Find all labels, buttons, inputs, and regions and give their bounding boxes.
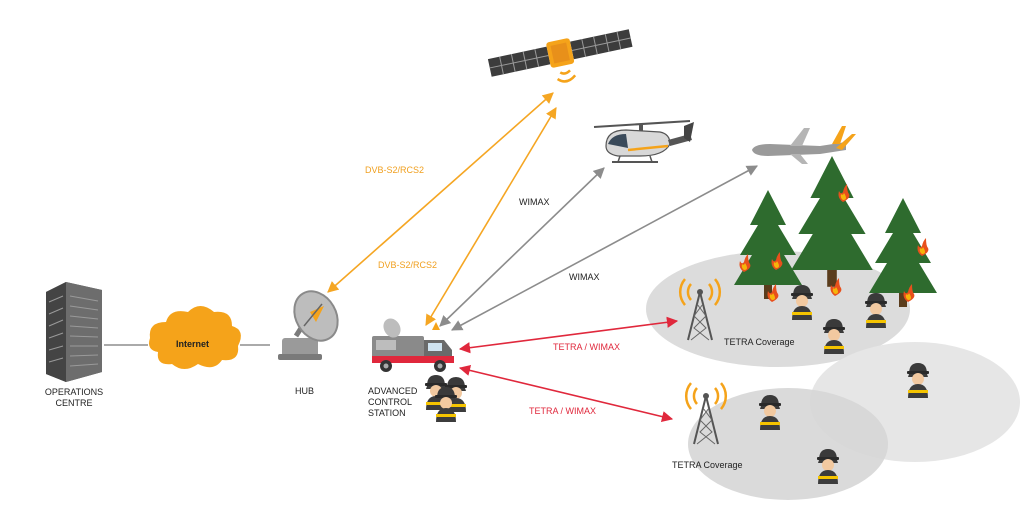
fire-truck-icon (372, 318, 454, 372)
tree-icon (734, 190, 802, 299)
drone-icon (752, 126, 856, 164)
wimax-link-label-drone: WIMAX (569, 272, 600, 282)
dvb-link-label-lower: DVB-S2/RCS2 (378, 260, 438, 270)
wimax-link-label-helicopter: WIMAX (519, 197, 550, 207)
tetra-coverage-label-upper: TETRA Coverage (724, 337, 795, 347)
tetra-coverage-label-lower: TETRA Coverage (672, 460, 743, 470)
coverage-zone-lower (688, 388, 888, 500)
cloud-icon (149, 306, 241, 369)
tree-icon (791, 156, 873, 287)
operations-centre-label: OPERATIONS CENTRE (44, 387, 104, 408)
link-station-tetra-lower (458, 364, 674, 423)
advanced-control-station-label: ADVANCED CONTROL STATION (368, 386, 418, 418)
hub-label: HUB (295, 386, 315, 396)
tetra-link-label-lower: TETRA / WIMAX (529, 406, 597, 416)
fire-icon (917, 238, 929, 256)
links (104, 92, 758, 423)
internet-label: Internet (176, 339, 210, 349)
satellite-dish-icon (278, 290, 339, 360)
satellite-icon (487, 29, 633, 83)
link-station-satellite (425, 107, 557, 326)
link-station-helicopter (439, 167, 605, 327)
dvb-link-label-upper: DVB-S2/RCS2 (365, 165, 425, 175)
link-station-tetra-upper (458, 316, 679, 354)
building-icon (46, 282, 102, 382)
link-hub-satellite (327, 92, 554, 293)
tetra-link-label-upper: TETRA / WIMAX (553, 342, 621, 352)
firefighter-group-station (425, 375, 467, 422)
helicopter-icon (593, 120, 694, 163)
link-station-drone (451, 165, 758, 331)
